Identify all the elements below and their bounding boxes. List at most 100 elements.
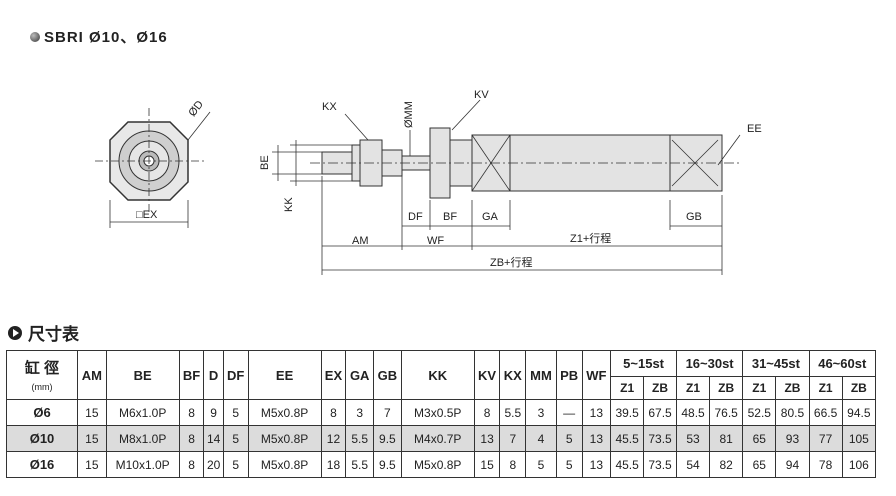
sub-header: Z1 <box>675 376 711 400</box>
play-circle-icon <box>8 325 22 340</box>
model-title: SBRI Ø10、Ø16 <box>30 26 168 47</box>
table-cell: 5.5 <box>345 425 375 452</box>
sub-header: Z1 <box>808 376 843 400</box>
table-cell: 14 <box>203 425 224 452</box>
bore-header: 缸 徑(mm) <box>6 350 78 400</box>
header-cell: D <box>203 350 224 400</box>
table-cell: 8 <box>320 399 347 426</box>
stroke-group-header: 31~45st <box>742 350 810 377</box>
wf-label: WF <box>427 235 444 247</box>
table-cell: 73.5 <box>643 425 677 452</box>
table-cell: 81 <box>709 425 744 452</box>
table-cell: 4 <box>525 425 557 452</box>
table-cell: 5 <box>222 399 249 426</box>
table-cell: — <box>555 399 583 426</box>
table-cell: 73.5 <box>643 451 677 478</box>
dimension-lines <box>272 99 741 275</box>
table-cell: 7 <box>499 425 527 452</box>
table-cell: 3 <box>345 399 375 426</box>
sub-header: ZB <box>643 376 677 400</box>
table-cell: M4x0.7P <box>400 425 475 452</box>
stroke-group-header: 46~60st <box>808 350 877 377</box>
table-cell: M8x1.0P <box>105 425 180 452</box>
table-cell: 15 <box>77 399 107 426</box>
table-cell: 77 <box>808 425 843 452</box>
table-cell: 48.5 <box>675 399 711 426</box>
kv-label: KV <box>474 89 489 101</box>
table-cell: 5.5 <box>499 399 527 426</box>
table-cell: 7 <box>373 399 402 426</box>
table-cell: 5 <box>525 451 557 478</box>
header-cell: GB <box>373 350 402 400</box>
sub-header: ZB <box>775 376 810 400</box>
table-cell: M5x0.8P <box>400 451 475 478</box>
header-cell: BE <box>105 350 180 400</box>
model-cell: Ø16 <box>6 451 78 478</box>
cylinder-drawing: ØD □EX BE <box>95 89 762 275</box>
table-cell: M6x1.0P <box>105 399 180 426</box>
header-cell: PB <box>555 350 583 400</box>
table-cell: 8 <box>178 399 205 426</box>
kk-label: KK <box>283 197 295 212</box>
stroke-group-header: 16~30st <box>675 350 744 377</box>
table-cell: 78 <box>808 451 843 478</box>
header-cell: KX <box>499 350 527 400</box>
sub-header: ZB <box>709 376 744 400</box>
stroke-group-header: 5~15st <box>610 350 677 377</box>
table-cell: 45.5 <box>610 451 645 478</box>
table-cell: 94 <box>775 451 810 478</box>
table-cell: 8 <box>499 451 527 478</box>
table-cell: M3x0.5P <box>400 399 475 426</box>
table-cell: 9.5 <box>373 451 402 478</box>
table-cell: 94.5 <box>841 399 877 426</box>
am-label: AM <box>352 235 369 247</box>
header-cell: KK <box>400 350 475 400</box>
table-cell: 15 <box>77 451 107 478</box>
table-cell: 13 <box>581 451 612 478</box>
table-cell: 105 <box>841 425 877 452</box>
header-cell: EE <box>247 350 322 400</box>
omm-label: ØMM <box>403 101 415 128</box>
sub-header: ZB <box>841 376 877 400</box>
gb-label: GB <box>686 211 702 223</box>
table-cell: 13 <box>581 399 612 426</box>
table-cell: M10x1.0P <box>105 451 180 478</box>
table-cell: 18 <box>320 451 347 478</box>
table-cell: 9.5 <box>373 425 402 452</box>
table-cell: 8 <box>473 399 501 426</box>
table-cell: 15 <box>77 425 107 452</box>
table-cell: 53 <box>675 425 711 452</box>
table-cell: 5 <box>555 425 583 452</box>
table-cell: M5x0.8P <box>247 451 322 478</box>
table-cell: 93 <box>775 425 810 452</box>
sub-header: Z1 <box>610 376 645 400</box>
header-cell: AM <box>77 350 107 400</box>
ex-label: □EX <box>136 209 158 221</box>
z1-label: Z1+行程 <box>570 232 611 245</box>
table-cell: 82 <box>709 451 744 478</box>
table-cell: 76.5 <box>709 399 744 426</box>
model-cell: Ø10 <box>6 425 78 452</box>
table-cell: 66.5 <box>808 399 843 426</box>
table-cell: 3 <box>525 399 557 426</box>
header-cell: BF <box>178 350 205 400</box>
table-cell: 52.5 <box>742 399 777 426</box>
zb-label: ZB+行程 <box>490 256 532 269</box>
table-cell: 39.5 <box>610 399 645 426</box>
table-cell: M5x0.8P <box>247 399 322 426</box>
bf-label: BF <box>443 211 457 223</box>
table-cell: 65 <box>742 451 777 478</box>
table-cell: 65 <box>742 425 777 452</box>
table-cell: 9 <box>203 399 224 426</box>
model-cell: Ø6 <box>6 399 78 426</box>
table-cell: 5 <box>555 451 583 478</box>
table-cell: M5x0.8P <box>247 425 322 452</box>
section-title: 尺寸表 <box>8 320 79 345</box>
header-cell: MM <box>525 350 557 400</box>
be-label: BE <box>259 155 271 170</box>
table-cell: 20 <box>203 451 224 478</box>
